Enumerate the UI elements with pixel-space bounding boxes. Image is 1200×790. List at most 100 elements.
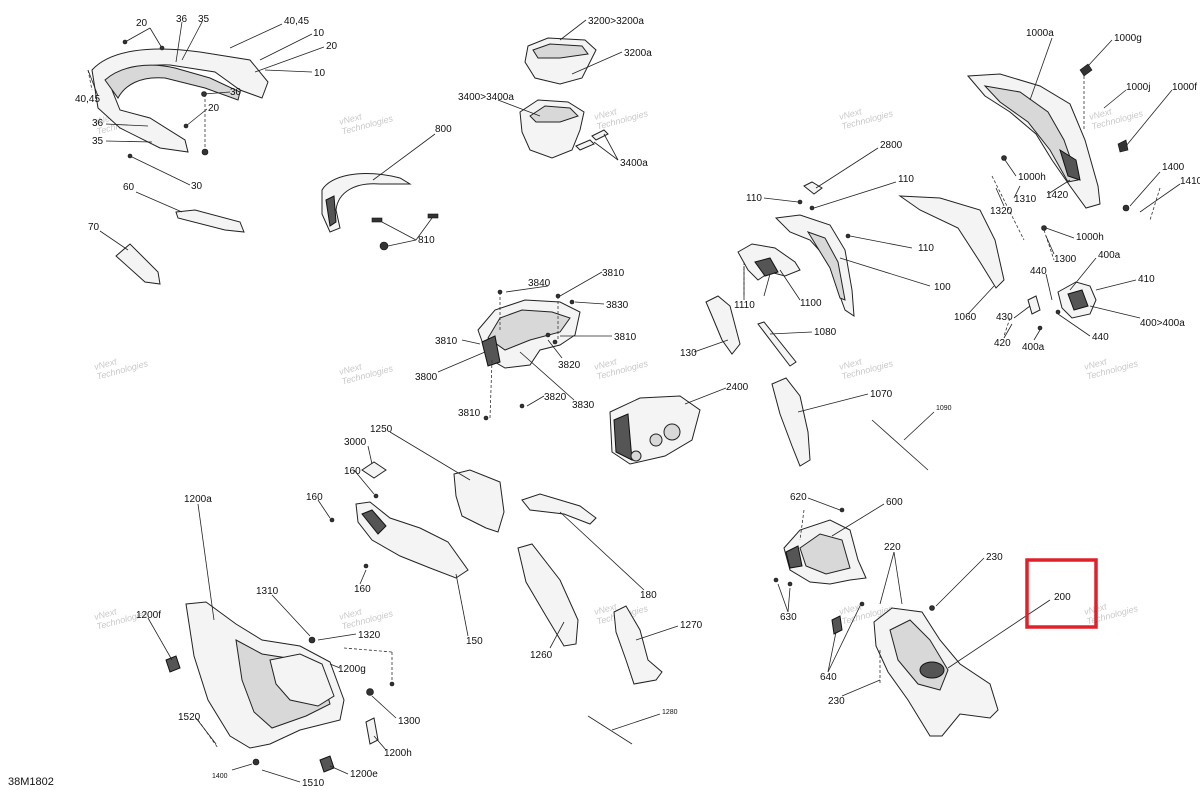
part-label[interactable]: 3840 xyxy=(528,278,551,289)
part-label[interactable]: 1200f xyxy=(136,610,161,621)
part-label[interactable]: 1320 xyxy=(358,630,381,641)
part-label[interactable]: 3810 xyxy=(614,332,637,343)
panel-1270-part[interactable] xyxy=(613,605,663,685)
part-label[interactable]: 400a xyxy=(1098,250,1121,261)
part-label[interactable]: 1200g xyxy=(338,664,366,675)
part-label[interactable]: 630 xyxy=(780,612,797,623)
part-label[interactable]: 1320 xyxy=(990,206,1013,217)
part-label[interactable]: 160 xyxy=(306,492,323,503)
part-label[interactable]: 3810 xyxy=(435,336,458,347)
part-label[interactable]: 810 xyxy=(418,235,435,246)
side-panel-150-part[interactable] xyxy=(355,501,469,579)
part-label[interactable]: 440 xyxy=(1030,266,1047,277)
part-label[interactable]: 1400 xyxy=(212,773,228,780)
part-label[interactable]: 1070 xyxy=(870,389,893,400)
part-label[interactable]: 1400 xyxy=(1162,162,1185,173)
part-label[interactable]: 36 xyxy=(92,118,104,129)
part-label[interactable]: 3800 xyxy=(415,372,438,383)
strip-1080-part[interactable] xyxy=(757,321,797,367)
part-label[interactable]: 36 xyxy=(176,14,188,25)
part-label[interactable]: 3000 xyxy=(344,437,367,448)
part-label[interactable]: 150 xyxy=(466,636,483,647)
highlighted-part-label[interactable]: 200 xyxy=(1054,592,1071,603)
part-label[interactable]: 20 xyxy=(208,103,220,114)
part-label[interactable]: 640 xyxy=(820,672,837,683)
part-label[interactable]: 1000j xyxy=(1126,82,1150,93)
part-label[interactable]: 110 xyxy=(898,174,914,185)
part-label[interactable]: 400>400a xyxy=(1140,318,1185,329)
part-label[interactable]: 100 xyxy=(934,282,951,293)
part-label[interactable]: 1260 xyxy=(530,650,553,661)
panel-1070-part[interactable] xyxy=(771,377,811,467)
part-label[interactable]: 430 xyxy=(996,312,1013,323)
part-label[interactable]: 1080 xyxy=(814,327,837,338)
part-label[interactable]: 1200e xyxy=(350,769,378,780)
part-label[interactable]: 40,45 xyxy=(284,16,309,27)
deflector-180-part[interactable] xyxy=(521,493,597,525)
part-label[interactable]: 3810 xyxy=(602,268,625,279)
part-label[interactable]: 420 xyxy=(994,338,1011,349)
headlight-2400-part[interactable] xyxy=(609,395,701,465)
part-label[interactable]: 30 xyxy=(230,87,242,98)
part-label[interactable]: 1000a xyxy=(1026,28,1054,39)
fairing-1000a-part[interactable] xyxy=(966,73,1101,209)
part-label[interactable]: 3810 xyxy=(458,408,481,419)
part-label[interactable]: 35 xyxy=(198,14,210,25)
part-label[interactable]: 1420 xyxy=(1046,190,1069,201)
part-label[interactable]: 20 xyxy=(326,41,338,52)
part-label[interactable]: 1300 xyxy=(398,716,421,727)
part-label[interactable]: 40,45 xyxy=(75,94,100,105)
rear-rack-part[interactable] xyxy=(91,48,269,153)
part-label[interactable]: 220 xyxy=(884,542,901,553)
cover-3000-part[interactable] xyxy=(361,461,387,479)
part-label[interactable]: 1200h xyxy=(384,748,412,759)
part-label[interactable]: 1250 xyxy=(370,424,393,435)
part-label[interactable]: 110 xyxy=(918,243,934,254)
part-label[interactable]: 1110 xyxy=(734,300,755,311)
fascia-100-part[interactable] xyxy=(774,214,855,317)
part-label[interactable]: 1510 xyxy=(302,778,325,789)
part-label[interactable]: 2800 xyxy=(880,140,903,151)
part-label[interactable]: 10 xyxy=(313,28,325,39)
part-label[interactable]: 230 xyxy=(986,552,1003,563)
part-label[interactable]: 3200a xyxy=(624,48,652,59)
part-label[interactable]: 620 xyxy=(790,492,807,503)
part-label[interactable]: 30 xyxy=(191,181,203,192)
part-label[interactable]: 1410 xyxy=(1180,176,1200,187)
part-label[interactable]: 1200a xyxy=(184,494,212,505)
part-label[interactable]: 1000h xyxy=(1018,172,1046,183)
part-label[interactable]: 3830 xyxy=(572,400,595,411)
part-label[interactable]: 440 xyxy=(1092,332,1109,343)
part-label[interactable]: 110 xyxy=(746,193,762,204)
side-trim-part[interactable] xyxy=(115,243,161,285)
part-label[interactable]: 1060 xyxy=(954,312,977,323)
part-label[interactable]: 230 xyxy=(828,696,845,707)
part-label[interactable]: 1310 xyxy=(256,586,279,597)
part-label[interactable]: 1000h xyxy=(1076,232,1104,243)
part-label[interactable]: 600 xyxy=(886,497,903,508)
part-label[interactable]: 3400>3400a xyxy=(458,92,514,103)
part-label[interactable]: 60 xyxy=(123,182,135,193)
part-label[interactable]: 1000f xyxy=(1172,82,1197,93)
rod-1090[interactable] xyxy=(871,419,929,471)
handle-800-part[interactable] xyxy=(321,173,412,233)
part-label[interactable]: 1280 xyxy=(662,709,678,716)
part-label[interactable]: 1520 xyxy=(178,712,201,723)
part-label[interactable]: 1000g xyxy=(1114,33,1142,44)
part-label[interactable]: 1300 xyxy=(1054,254,1077,265)
part-label[interactable]: 3820 xyxy=(558,360,581,371)
part-label[interactable]: 35 xyxy=(92,136,104,147)
part-label[interactable]: 3820 xyxy=(544,392,567,403)
panel-1250-part[interactable] xyxy=(453,469,505,533)
panel-130-part[interactable] xyxy=(705,295,741,355)
trim-strip-part[interactable] xyxy=(175,209,245,233)
rod-1280[interactable] xyxy=(587,715,633,745)
part-label[interactable]: 3400a xyxy=(620,158,648,169)
part-label[interactable]: 160 xyxy=(344,466,361,477)
bracket-2800-part[interactable] xyxy=(803,181,823,195)
part-label[interactable]: 3830 xyxy=(606,300,629,311)
part-label[interactable]: 3200>3200a xyxy=(588,16,644,27)
part-label[interactable]: 2400 xyxy=(726,382,749,393)
part-label[interactable]: 1090 xyxy=(936,405,952,412)
part-label[interactable]: 400a xyxy=(1022,342,1045,353)
